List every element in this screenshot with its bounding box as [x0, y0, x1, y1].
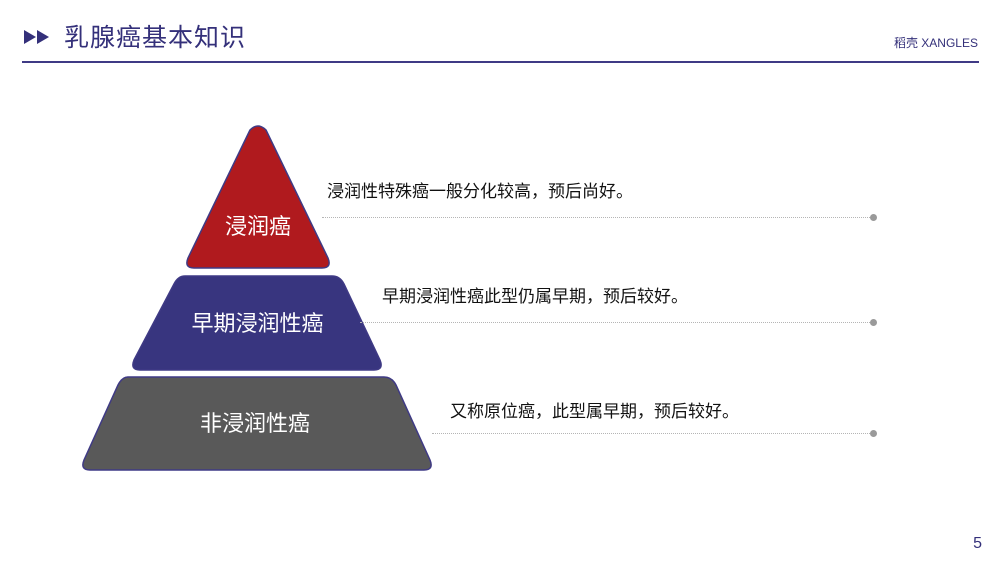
pyramid-tier-middle-shape	[132, 275, 382, 371]
header-divider	[22, 61, 979, 63]
tier-bottom-description: 又称原位癌，此型属早期，预后较好。	[450, 402, 739, 422]
pyramid-tier-bottom-label: 非浸润性癌	[199, 412, 310, 437]
page-title: 乳腺癌基本知识	[64, 23, 247, 52]
pyramid-tier-middle-label: 早期浸润性癌	[191, 312, 324, 337]
tier-bottom-connector-dot	[870, 430, 877, 437]
pyramid-tier-bottom-shape	[82, 376, 432, 471]
tier-middle-description: 早期浸润性癌此型仍属早期，预后较好。	[382, 287, 688, 307]
tier-middle-connector	[360, 322, 872, 323]
tier-top-connector	[322, 217, 872, 218]
brand-label: 稻壳 XANGLES	[893, 36, 978, 50]
tier-bottom-connector	[432, 433, 872, 434]
pyramid-tier-top-shape	[186, 125, 330, 269]
tier-middle-connector-dot	[870, 319, 877, 326]
fast-forward-icon	[24, 30, 49, 44]
pyramid-tier-top-label: 浸润癌	[224, 215, 291, 240]
tier-top-description: 浸润性特殊癌一般分化较高，预后尚好。	[327, 182, 633, 202]
page-number: 5	[973, 535, 982, 552]
tier-top-connector-dot	[870, 214, 877, 221]
